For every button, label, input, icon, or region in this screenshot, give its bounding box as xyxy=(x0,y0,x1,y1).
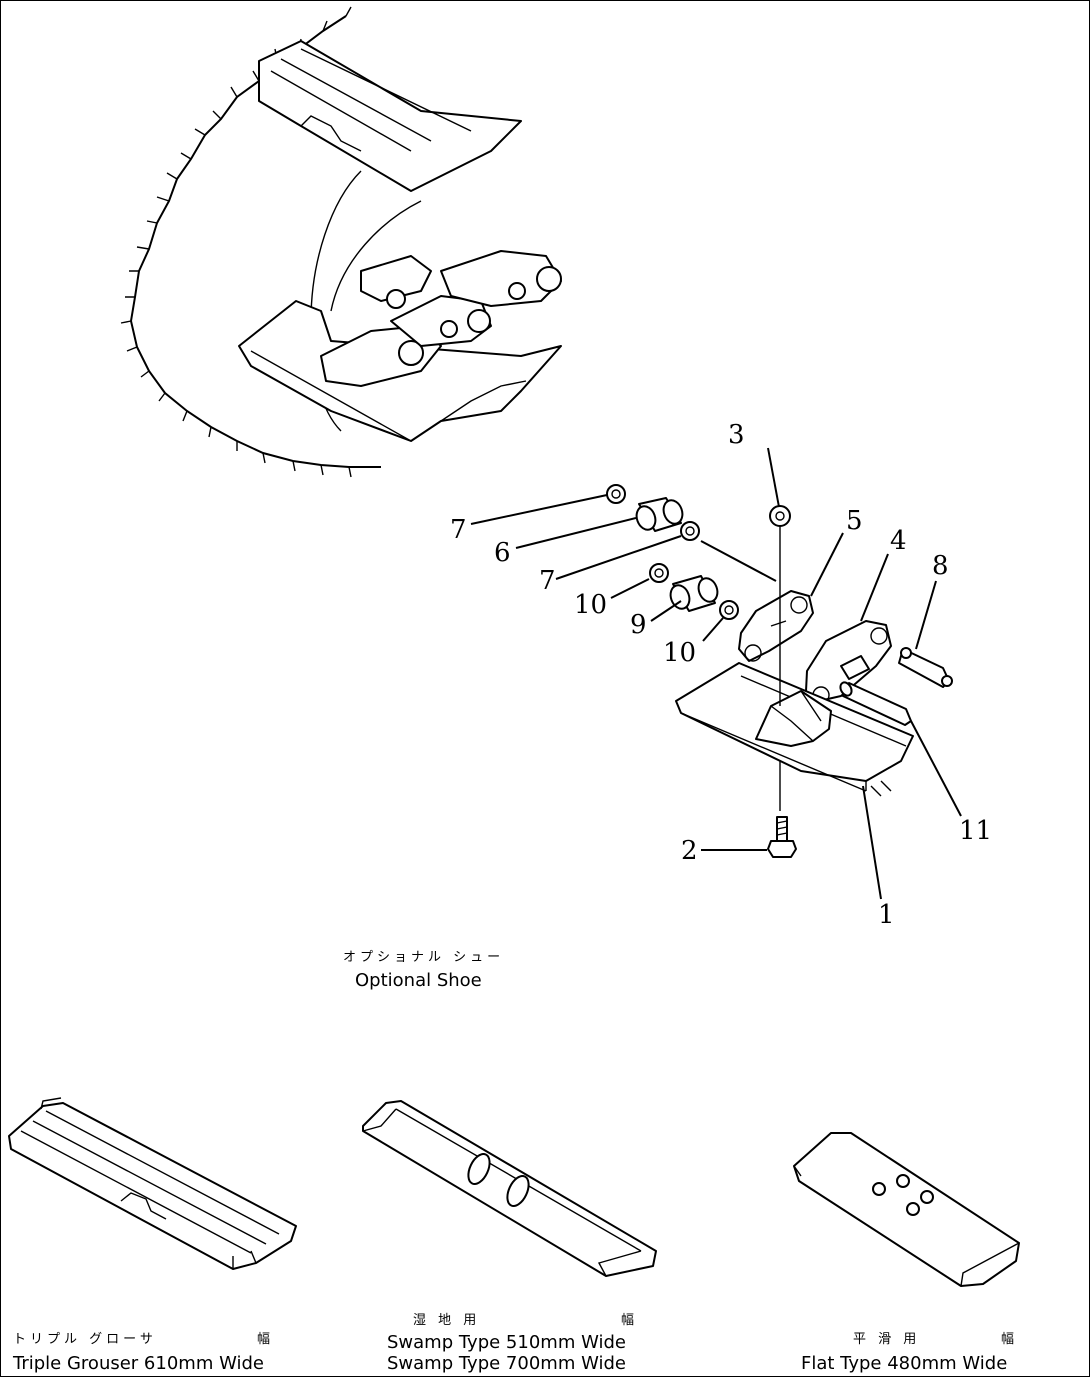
part-3-nut xyxy=(769,505,791,527)
part-7-nut-upper xyxy=(606,484,626,504)
triple-grouser-jp-width: 幅 xyxy=(257,1332,274,1347)
swamp-type-en-510: Swamp Type 510mm Wide xyxy=(387,1332,626,1353)
swamp-type-caption: 湿 地 用 幅 Swamp Type 510mm Wide Swamp Type… xyxy=(387,1313,638,1374)
callout-10-upper: 10 xyxy=(574,590,607,620)
part-10-nut-lower xyxy=(719,600,739,620)
callout-3: 3 xyxy=(728,420,745,450)
callout-2: 2 xyxy=(681,836,698,866)
swamp-type-jp-width: 幅 xyxy=(621,1313,638,1328)
optional-shoe-caption: オプショナル シュー Optional Shoe xyxy=(343,950,504,991)
swamp-type-en-700: Swamp Type 700mm Wide xyxy=(387,1353,626,1374)
optional-shoe-jp: オプショナル シュー xyxy=(343,950,504,965)
flat-type-caption: 平 滑 用 幅 Flat Type 480mm Wide xyxy=(801,1332,1018,1374)
callout-8: 8 xyxy=(932,551,949,581)
callout-4: 4 xyxy=(890,526,907,556)
optional-shoe-en: Optional Shoe xyxy=(355,970,482,991)
part-8-pin xyxy=(898,647,953,688)
callout-6: 6 xyxy=(494,538,511,568)
callout-7-lower: 7 xyxy=(539,566,556,596)
triple-grouser-en: Triple Grouser 610mm Wide xyxy=(12,1353,264,1374)
flat-type-jp: 平 滑 用 xyxy=(853,1332,920,1347)
part-1-shoe xyxy=(675,662,914,797)
triple-grouser-jp: トリプル グローサ xyxy=(13,1332,157,1347)
part-11-pin xyxy=(839,681,912,726)
callout-5: 5 xyxy=(846,506,863,536)
track-assembly-illustration xyxy=(120,6,562,478)
triple-grouser-shoe xyxy=(8,1097,297,1270)
part-10-nut-upper xyxy=(649,563,669,583)
part-5-plate xyxy=(738,590,814,662)
part-9-bushing xyxy=(669,575,719,612)
callout-9: 9 xyxy=(630,610,647,640)
callout-1: 1 xyxy=(878,900,895,930)
callout-7-upper: 7 xyxy=(450,515,467,545)
part-6-bushing xyxy=(635,497,684,532)
exploded-parts xyxy=(606,484,953,858)
triple-grouser-caption: トリプル グローサ 幅 Triple Grouser 610mm Wide xyxy=(12,1332,274,1374)
flat-type-en: Flat Type 480mm Wide xyxy=(801,1353,1007,1374)
flat-type-shoe xyxy=(793,1132,1020,1287)
swamp-type-jp: 湿 地 用 xyxy=(413,1313,480,1328)
part-7-nut-lower xyxy=(680,521,700,541)
callout-10-lower: 10 xyxy=(663,638,696,668)
swamp-type-shoe xyxy=(362,1100,657,1277)
callout-11: 11 xyxy=(959,816,992,846)
leader-lines xyxy=(470,447,962,900)
flat-type-jp-width: 幅 xyxy=(1001,1332,1018,1347)
part-2-bolt xyxy=(767,816,797,858)
callout-numbers: 3 5 4 8 7 6 7 10 9 10 11 2 1 xyxy=(450,420,992,930)
